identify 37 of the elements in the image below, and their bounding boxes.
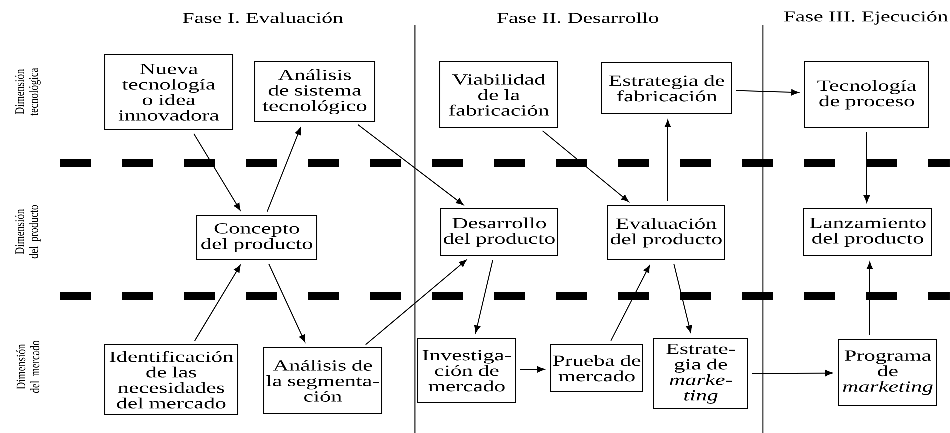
phase-heading: Fase I. Evaluación <box>183 12 344 24</box>
process-box: Estrategia de fabricación <box>602 62 732 114</box>
process-box: Análisis de sistema tecnológico <box>254 62 376 122</box>
process-box: Investiga- ción de mercado <box>418 338 516 404</box>
row-label: Dimensión tecnológica <box>15 68 41 116</box>
process-box: Nueva tecnología o idea innovadora <box>104 54 234 130</box>
process-box: Prueba de mercado <box>550 344 644 392</box>
arrow <box>194 133 241 211</box>
process-box: Concepto del producto <box>196 216 318 260</box>
arrow <box>866 262 874 336</box>
process-box: Desarrollo del producto <box>440 208 558 256</box>
arrow <box>520 366 546 373</box>
process-box: Análisis de la segmenta- ción <box>264 348 382 414</box>
phase-heading: Fase II. Desarrollo <box>497 12 658 24</box>
arrow <box>365 260 467 346</box>
row-label: Dimensión del producto <box>15 205 41 259</box>
arrow <box>542 130 630 202</box>
process-box: Tecnología de proceso <box>804 62 930 128</box>
arrow <box>194 265 241 342</box>
arrow <box>358 124 464 206</box>
arrow <box>674 264 692 334</box>
process-box: Viabilidad de la fabricación <box>440 62 558 128</box>
process-box: Estrate- gia de marke- ting <box>654 338 748 410</box>
process-box: Lanzamiento del producto <box>804 208 932 256</box>
arrow <box>736 89 800 96</box>
arrow <box>752 370 833 376</box>
arrow <box>268 264 306 343</box>
process-box: Identificación de las necesidades del mercado <box>104 344 238 416</box>
phase-heading: Fase III. Ejecución <box>784 11 948 25</box>
process-box: Programa de marketing <box>838 340 938 406</box>
arrow <box>266 128 302 212</box>
arrow <box>864 132 870 203</box>
arrow <box>474 260 494 334</box>
row-label: Dimensión del mercado <box>16 340 40 394</box>
arrow <box>664 120 672 202</box>
arrow <box>610 265 650 342</box>
process-box: Evaluación del producto <box>608 206 726 260</box>
